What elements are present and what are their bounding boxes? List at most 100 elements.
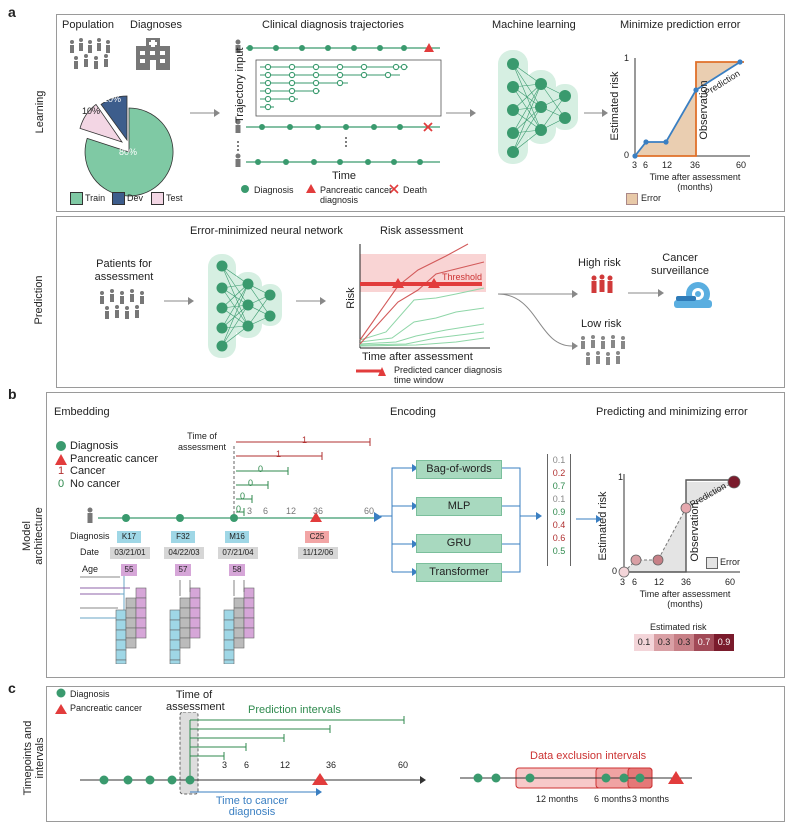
legend-death: Death	[403, 185, 428, 195]
emb-tick-36: 36	[313, 506, 324, 516]
emb-tick-60: 60	[364, 506, 375, 516]
exclusion-label: Data exclusion intervals	[530, 750, 647, 762]
low-risk-label: Low risk	[581, 318, 622, 330]
time-of-assessment-label: Time of assessment	[177, 431, 227, 452]
pred-x-tick-60: 60	[725, 577, 736, 587]
date-tag: 04/22/03	[164, 547, 204, 559]
excl-12-months: 12 months	[536, 794, 579, 804]
excl-3-months: 3 months	[632, 794, 670, 804]
legend-test-swatch	[151, 192, 164, 205]
emb-tick-6: 6	[263, 506, 269, 516]
pie-train-label: 80%	[119, 147, 138, 157]
timepoints-box	[46, 686, 785, 822]
legend-dev-swatch	[112, 192, 125, 205]
predicting-title: Predicting and minimizing error	[596, 406, 748, 418]
legend-train: Train	[85, 193, 106, 203]
c-tick-60: 60	[398, 760, 409, 770]
c-time-of-assessment: Time of assessment	[166, 689, 225, 713]
population-pie-section	[70, 38, 174, 197]
date-tag: 03/21/01	[110, 547, 150, 559]
row-age: Age	[82, 564, 99, 574]
death-icon	[423, 122, 433, 132]
panel-label-c: c	[8, 680, 16, 696]
minimize-title: Minimize prediction error	[620, 19, 741, 31]
prediction-intervals-label: Prediction intervals	[248, 704, 341, 716]
arrow-icon	[164, 297, 194, 305]
embedding-timeline	[80, 438, 376, 664]
time-label: Time	[332, 170, 357, 182]
vector-value: 0.5	[552, 546, 566, 556]
low-risk-crowd-icon	[581, 335, 625, 365]
arrow-icon	[576, 515, 602, 523]
pie-test-label: 10%	[82, 106, 101, 116]
c-legend-pancreatic: Pancreatic cancer	[70, 703, 143, 713]
x-tick-6: 6	[643, 160, 649, 170]
vector-value: 0.2	[552, 468, 566, 478]
age-tag: 55	[121, 564, 137, 576]
panel-label-a: a	[8, 4, 16, 20]
split-arrows	[498, 290, 578, 350]
patients-label: Patients for assessment	[94, 258, 154, 283]
vector-value: 0.7	[552, 481, 566, 491]
label-cancer-1: 1	[302, 435, 308, 445]
c-right-timeline	[460, 767, 692, 789]
label-nocancer-1: 0	[258, 464, 264, 474]
legend-dev: Dev	[127, 193, 144, 203]
code-tag: F32	[171, 531, 195, 543]
risk-cell: 0.9	[714, 634, 734, 651]
encoding-title: Encoding	[390, 406, 436, 418]
date-tag: 07/21/04	[218, 547, 258, 559]
row-label-learning: Learning	[34, 90, 46, 134]
y-tick-1: 1	[624, 53, 630, 63]
nn-title: Error-minimized neural network	[190, 225, 343, 237]
risk-cell: 0.1	[634, 634, 654, 651]
neural-network-icon	[498, 50, 578, 164]
label-nocancer-4: 0	[236, 504, 242, 514]
legend-test: Test	[166, 193, 183, 203]
surveillance-label: Cancer surveillance	[650, 252, 710, 277]
pred-x-axis: Time after assessment (months)	[639, 589, 731, 609]
ml-title: Machine learning	[492, 19, 576, 31]
time-after-assessment: Time after assessment	[362, 351, 473, 363]
embedding-title: Embedding	[54, 406, 110, 418]
error-label: Error	[641, 193, 661, 203]
diagnoses-label: Diagnoses	[130, 19, 182, 31]
code-tag: M16	[225, 531, 249, 543]
risk-assessment-chart	[359, 243, 490, 349]
patients-crowd-icon	[100, 289, 144, 319]
row-date: Date	[80, 547, 100, 557]
c-tick-3: 3	[222, 760, 228, 770]
row-diagnosis: Diagnosis	[70, 531, 110, 541]
pred-x-tick-12: 12	[654, 577, 665, 587]
emb-legend-diagnosis: Diagnosis	[70, 440, 119, 452]
vector-value: 0.4	[552, 520, 566, 530]
vector-value: 0.1	[552, 455, 566, 465]
emb-legend-nocancer: No cancer	[70, 478, 121, 490]
high-risk-people-icon	[591, 274, 613, 293]
window-legend-label: Predicted cancer diagnosis time window	[394, 365, 503, 385]
pred-x-tick-3: 3	[620, 577, 626, 587]
risk-title: Risk assessment	[380, 225, 464, 237]
person-icon	[87, 507, 93, 523]
pie-chart	[79, 95, 174, 197]
trajectory-input-label: Trajectory input	[234, 47, 246, 123]
threshold-label: Threshold	[442, 272, 483, 282]
c-left-timeline	[80, 712, 426, 796]
x-tick-36: 36	[690, 160, 701, 170]
model-box	[46, 392, 785, 678]
c-tick-36: 36	[326, 760, 337, 770]
pred-x-tick-36: 36	[681, 577, 692, 587]
pred-y-tick-1: 1	[618, 472, 624, 482]
pred-error-swatch	[706, 557, 718, 569]
row-label-prediction: Prediction	[33, 275, 45, 325]
window-legend-icon	[356, 367, 386, 376]
row-label-model: Model architecture	[21, 507, 45, 565]
emb-legend-nocancer-sym: 0	[58, 478, 65, 490]
encoder-mlp: MLP	[416, 497, 502, 516]
pred-y-tick-0: 0	[612, 566, 618, 576]
age-tag: 58	[229, 564, 245, 576]
risk-cell: 0.3	[654, 634, 674, 651]
emb-legend-cancer: Cancer	[70, 465, 106, 477]
ct-scanner-icon	[674, 282, 712, 308]
code-tag: K17	[117, 531, 141, 543]
